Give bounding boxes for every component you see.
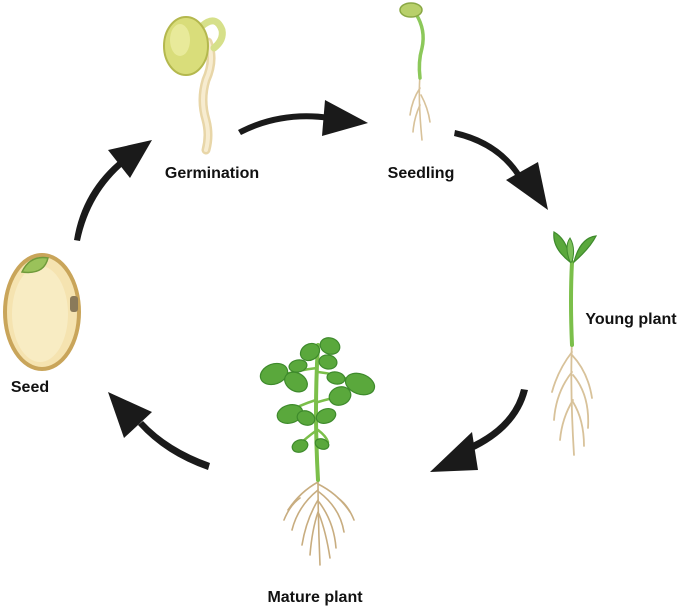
- label-seedling: Seedling: [388, 165, 455, 182]
- cycle-arrows: [74, 100, 548, 472]
- label-seed: Seed: [11, 379, 49, 396]
- label-young-plant: Young plant: [585, 311, 677, 328]
- seedling-illustration: [399, 2, 431, 141]
- arrow-seedling-to-young-plant: [454, 130, 548, 210]
- mature-plant-illustration: [259, 337, 376, 566]
- label-mature-plant: Mature plant: [267, 589, 363, 606]
- label-germination: Germination: [165, 165, 259, 182]
- arrow-seed-to-germination: [74, 140, 152, 241]
- young-plant-illustration: [551, 231, 598, 456]
- seed-illustration: [3, 253, 81, 371]
- germination-illustration: [163, 16, 226, 155]
- arrow-young-plant-to-mature-plant: [430, 389, 528, 472]
- arrow-germination-to-seedling: [238, 100, 368, 136]
- arrow-mature-plant-to-seed: [108, 392, 210, 470]
